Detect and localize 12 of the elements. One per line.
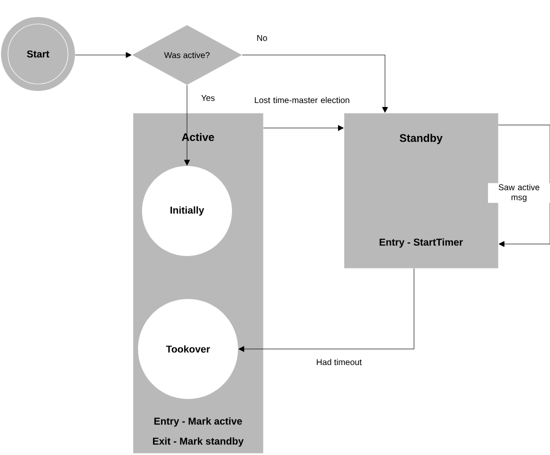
edge-label: Had timeout bbox=[316, 358, 362, 366]
arrow bbox=[242, 54, 388, 113]
arrow bbox=[184, 84, 190, 166]
edge-label: Yes bbox=[201, 95, 215, 101]
arrow bbox=[498, 124, 550, 247]
arrow bbox=[238, 268, 414, 352]
state-box: Standby Entry - StartTimer bbox=[344, 113, 498, 268]
edge-label: No bbox=[257, 35, 268, 41]
arrow bbox=[74, 52, 132, 58]
edge-label: Lost time-master election bbox=[254, 96, 350, 104]
edge-label: Saw active msg bbox=[498, 184, 540, 202]
arrow bbox=[263, 125, 344, 131]
